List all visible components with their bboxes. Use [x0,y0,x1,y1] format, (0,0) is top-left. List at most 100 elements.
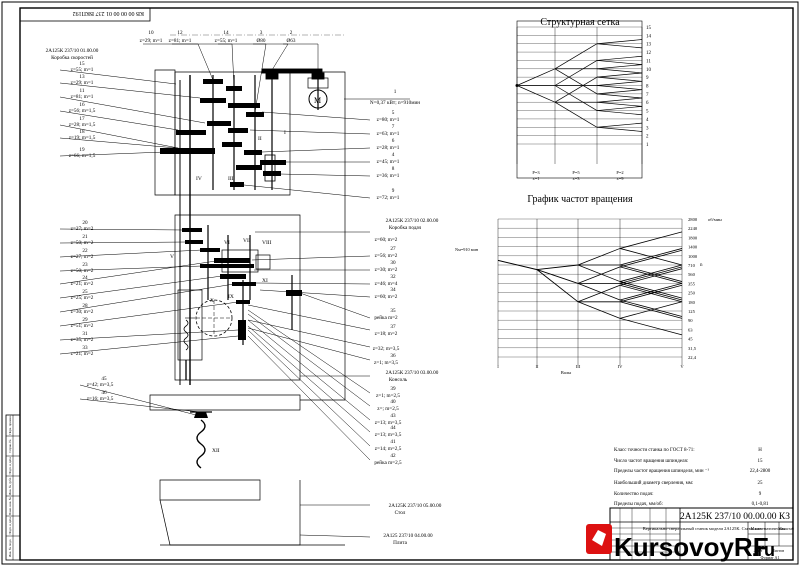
plate-title: 2А125 237/10 04.00.00 [383,533,433,539]
strip-label: Справ. № [8,440,12,453]
speed-unit: об/мин [708,217,722,222]
part-number: 4 [392,152,395,158]
speed-graph-title: График частот вращения [527,194,633,205]
title-block [609,507,794,561]
gear-spec: z=63; m=1 [377,131,400,137]
part-number: 25 [82,289,88,295]
part-number: 41 [390,439,396,445]
gear-spec: z=56; m=2 [375,253,398,259]
strip-label: Подп. и дата [8,457,12,475]
gear-spec: z=25; m=2 [71,295,94,301]
gear-spec: z=16; m=3,5 [87,396,114,402]
gear-spec: рейка m=2,5 [374,459,402,466]
gear-spec: z=50; m=2 [71,240,94,246]
gear-spec: z=29; m=1 [71,80,94,86]
grid-x-label: x=9 [616,176,624,181]
gear-spec: z=32; m=3,5 [373,346,400,352]
shaft-numeral: XI [262,278,268,284]
gear-spec: z=55; m=1 [215,38,238,44]
part-number: 30 [390,260,396,266]
grid-level-label: 4 [646,118,649,123]
gear-spec: z=45; m=1 [377,159,400,165]
specifications: Класс точности станка по ГОСТ 8-71:НЧисл… [614,448,771,507]
shaft-label: V [680,364,684,369]
part-number: 28 [82,303,88,309]
drawing-frame [19,7,794,561]
grid-level-label: 9 [646,76,649,81]
gear-spec: z=46; m=4 [375,281,398,287]
grid-level-label: 14 [646,34,652,39]
grid-level-label: 12 [646,51,652,56]
gear-spec: z=56; m=1,5 [69,108,96,114]
strip-label: Взам. инв. № [8,497,12,515]
sheet-label: Лист [754,548,763,553]
mass-label: Масса [751,526,762,531]
gearbox-name: Коробка скоростей [51,54,93,61]
speed-label: 63 [688,327,693,332]
gear-spec: z=72; m=1 [377,195,400,201]
part-number: 19 [79,147,85,153]
part-number: 36 [390,353,396,359]
part-number: 17 [79,116,85,122]
shaft-label: II [535,364,539,369]
gear-spec: z=14; m=2,5 [375,446,402,452]
part-number: 45 [101,376,107,382]
feedbox-name: Коробка подач [389,224,422,231]
spec-value: 9 [759,492,762,497]
gear-spec: z=55; m=1 [71,67,94,73]
title-text: Вертикально-сверлильный станок модели 2А… [643,526,786,531]
gear-spec: z=81; m=1 [169,38,192,44]
gear-spec: z=27; m=2 [71,226,94,232]
speed-label: 31,5 [688,346,697,352]
part-number: 18 [79,129,85,135]
shaft-numeral: VIII [262,240,272,246]
gear-spec: z=27; m=2 [71,254,94,260]
spec-label: Количество подач: [614,492,654,497]
part-number: 7 [392,124,395,130]
shaft-label: III [576,364,581,369]
shaft-numeral: VII [243,238,251,244]
speed-label: 2240 [688,226,698,231]
gear-spec: z=1; m=2,5 [376,393,400,399]
speed-label: 355 [688,281,696,286]
part-number: 16 [79,102,85,108]
spec-label: Класс точности станка по ГОСТ 8-71: [614,448,695,453]
grid-level-label: 10 [646,68,652,73]
part-number: 2 [290,30,293,36]
spec-value: 0,1-0,81 [752,502,769,507]
grid-level-label: 8 [646,85,649,90]
sheets-label: Листов [772,548,784,553]
gear-spec: z=30; m=2 [71,309,94,315]
strip-label: Инв. № подл. [8,539,12,557]
gear-spec: z=80; m=1 [377,117,400,123]
speed-label: 1800 [688,235,698,240]
feedbox-title: 2А125К 237/10 02.00.00 [386,218,439,224]
speed-label: 560 [688,272,696,277]
speed-label: 2800 [688,217,698,222]
spec-value: Н [758,448,762,453]
part-number: 43 [390,413,396,419]
kinematic-scheme: M [149,34,346,546]
part-number: 5 [392,110,395,116]
part-number: 37 [390,324,396,330]
shaft-numeral: II [258,136,262,142]
grid-p-label: P=3 [532,170,540,175]
speed-label: 1400 [688,245,698,250]
part-number: 32 [390,274,396,280]
part-number: 23 [82,262,88,268]
grid-level-label: 3 [646,126,649,131]
gear-spec: z=60; m=2 [375,237,398,243]
strip-label: Перв. примен. [8,415,12,435]
console-name: Консоль [389,377,408,383]
gear-spec: z=1; m=3,5 [374,360,398,366]
part-number: 33 [82,345,88,351]
part-number: 44 [390,425,396,431]
table-title: 2А125К 237/10 05.00.00 [389,503,442,509]
grid-level-label: 6 [646,101,649,106]
doc-code: 2А125К 237/10 00.00.00 КЗ [680,512,790,522]
gear-spec: рейка m=2 [374,314,398,321]
motor-spec: N=0,37 кВт; n=910мин [370,100,420,106]
